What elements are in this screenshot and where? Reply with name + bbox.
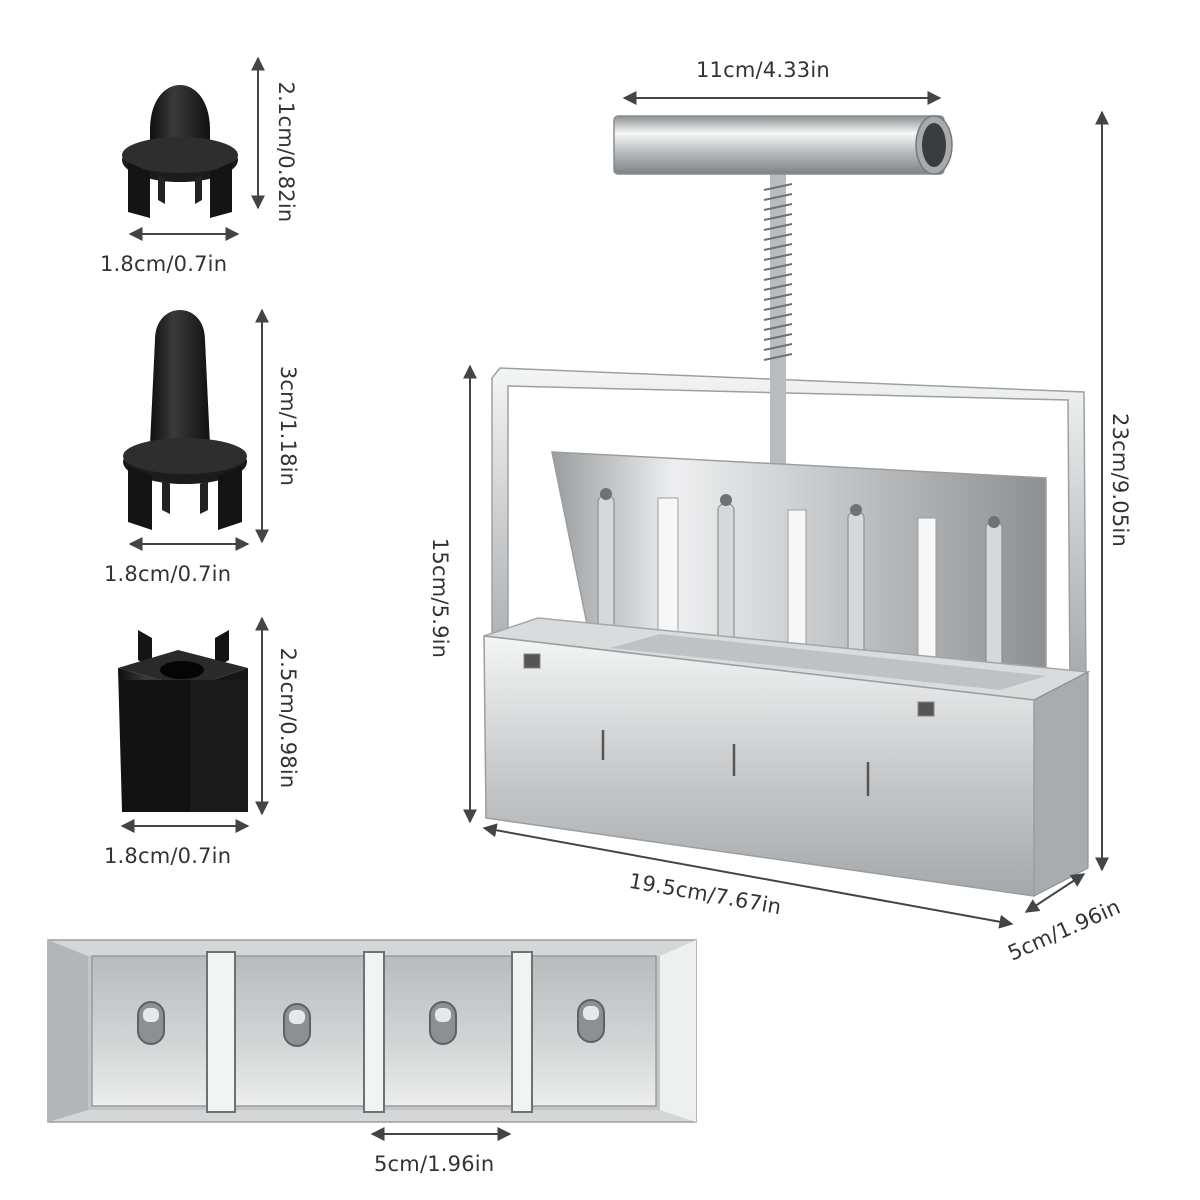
square-block-insert-icon (118, 630, 248, 812)
small-insert-height-label: 2.1cm/0.82in (274, 81, 298, 223)
total-height-label: 23cm/9.05in (1108, 413, 1132, 547)
soil-block-press-icon (483, 115, 1091, 897)
tall-peg-insert-icon (123, 310, 247, 530)
cell-width-label: 5cm/1.96in (374, 1152, 495, 1176)
box-depth-line (1024, 873, 1086, 913)
tall-insert-height-label: 3cm/1.18in (276, 365, 300, 487)
box-height-label: 15cm/5.9in (428, 537, 452, 659)
four-cell-tray-icon (47, 939, 697, 1123)
square-insert-width-label: 1.8cm/0.7in (104, 844, 232, 868)
dome-peg-insert-icon (122, 85, 238, 218)
tall-insert-width-label: 1.8cm/0.7in (104, 562, 232, 586)
small-insert-width-label: 1.8cm/0.7in (100, 252, 228, 276)
box-length-line (482, 823, 1014, 929)
handle-width-label: 11cm/4.33in (696, 58, 830, 82)
square-insert-height-label: 2.5cm/0.98in (276, 647, 300, 789)
